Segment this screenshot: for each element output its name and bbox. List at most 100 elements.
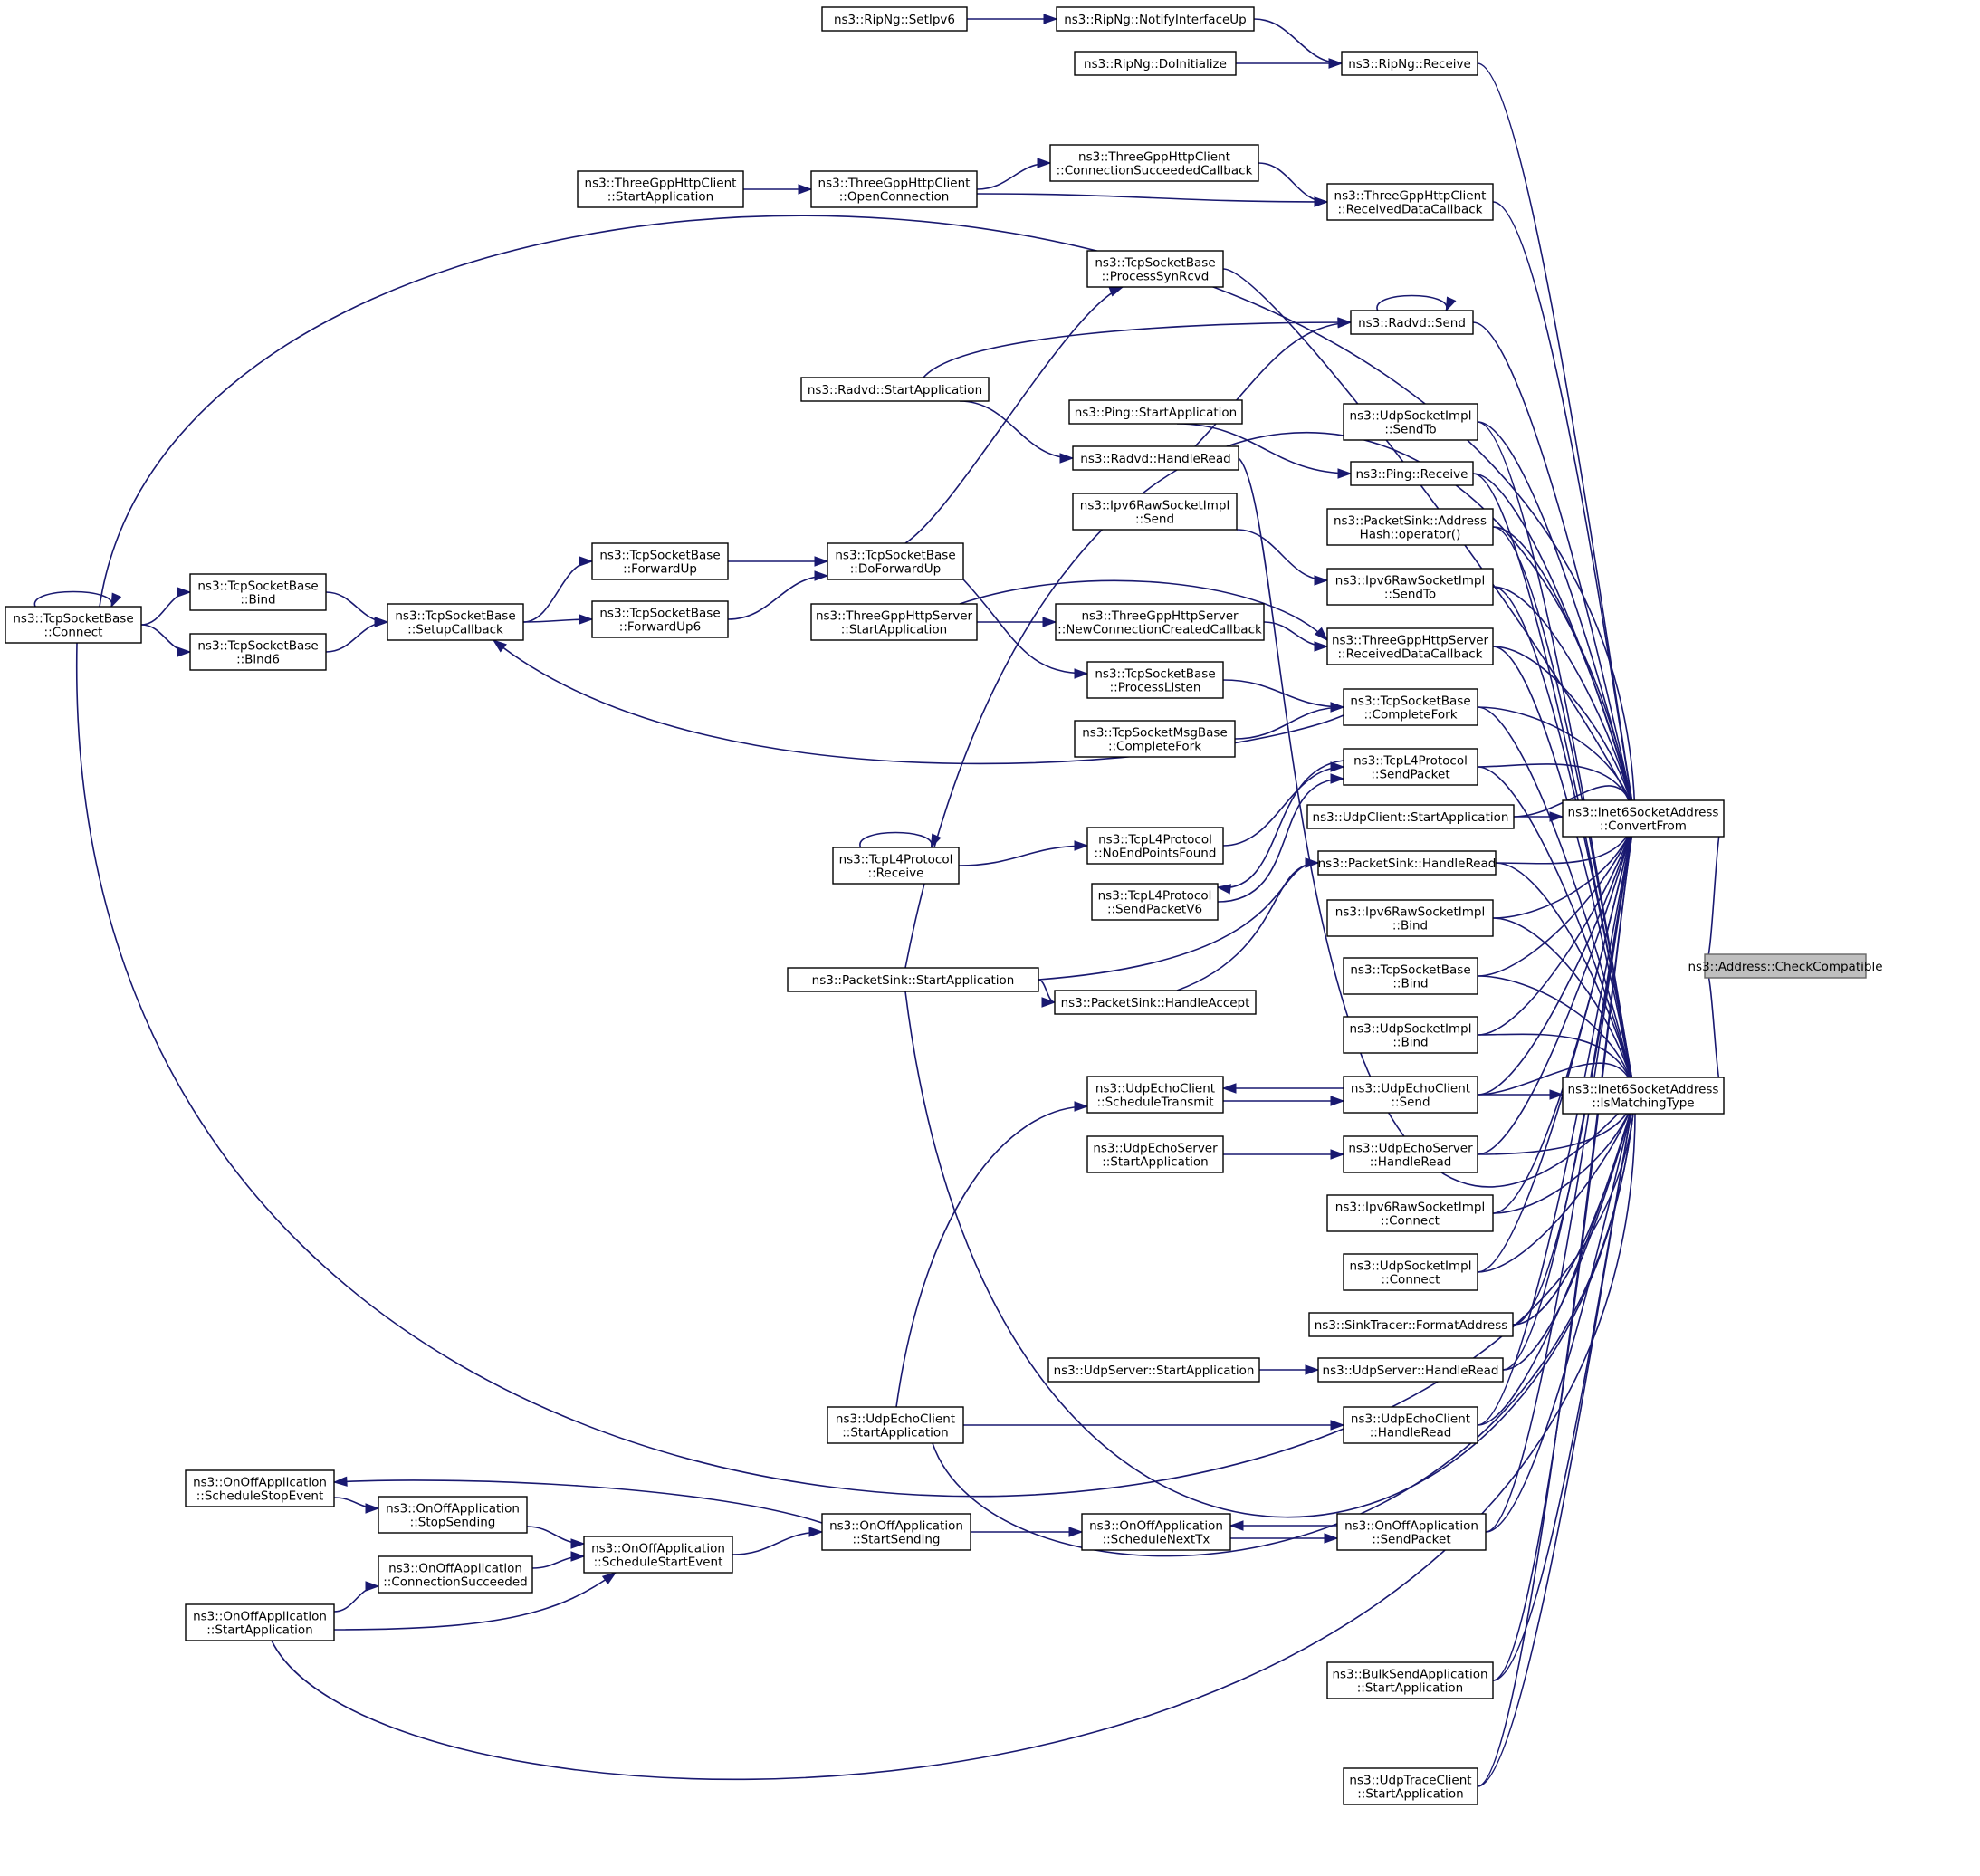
node-tcpFwdUp[interactable]: ns3::TcpSocketBase::ForwardUp — [591, 542, 729, 580]
node-hcStart[interactable]: ns3::ThreeGppHttpClient::StartApplicatio… — [577, 170, 744, 208]
node-l4Send[interactable]: ns3::TcpL4Protocol::SendPacket — [1343, 748, 1478, 786]
node-label-line: ns3::TcpSocketBase — [835, 549, 955, 563]
node-udpBind[interactable]: ns3::UdpSocketImpl::Bind — [1343, 1016, 1478, 1054]
edge-tcpConnect-self — [33, 590, 122, 608]
node-tcpBindR[interactable]: ns3::TcpSocketBase::Bind — [1343, 957, 1478, 995]
node-label-line: ns3::UdpServer::StartApplication — [1054, 1364, 1255, 1378]
node-bulkStart[interactable]: ns3::BulkSendApplication::StartApplicati… — [1326, 1661, 1494, 1699]
node-sinkStart[interactable]: ns3::PacketSink::StartApplication — [787, 967, 1039, 992]
node-label-line: ::ScheduleTransmit — [1096, 1096, 1213, 1110]
node-label-line: ::ConnectionSucceeded — [383, 1575, 528, 1590]
node-ooStopSend[interactable]: ns3::OnOffApplication::StopSending — [378, 1496, 528, 1534]
node-traceStart[interactable]: ns3::UdpTraceClient::StartApplication — [1343, 1767, 1478, 1805]
node-udpSrvStart[interactable]: ns3::UdpServer::StartApplication — [1047, 1357, 1260, 1383]
node-echoRead[interactable]: ns3::UdpEchoClient::HandleRead — [1343, 1406, 1478, 1444]
node-label-line: ::StartApplication — [841, 623, 948, 637]
node-l4Recv[interactable]: ns3::TcpL4Protocol::Receive — [832, 847, 960, 885]
node-ooSendPkt[interactable]: ns3::OnOffApplication::SendPacket — [1336, 1513, 1487, 1551]
node-tcpFork[interactable]: ns3::TcpSocketBase::CompleteFork — [1343, 688, 1478, 726]
node-tcpListen[interactable]: ns3::TcpSocketBase::ProcessListen — [1086, 661, 1224, 699]
node-ripRecv[interactable]: ns3::RipNg::Receive — [1341, 51, 1478, 76]
node-box — [1343, 1016, 1478, 1054]
node-box — [1317, 850, 1497, 876]
node-box — [189, 573, 327, 611]
node-ooNextTx[interactable]: ns3::OnOffApplication::ScheduleNextTx — [1081, 1513, 1231, 1551]
node-radvdStart[interactable]: ns3::Radvd::StartApplication — [800, 377, 990, 402]
node-echoSrvRead[interactable]: ns3::UdpEchoServer::HandleRead — [1343, 1135, 1478, 1173]
node-box — [1091, 883, 1219, 921]
node-sinkAccept[interactable]: ns3::PacketSink::HandleAccept — [1054, 990, 1257, 1015]
node-box — [1308, 1312, 1514, 1337]
node-tcpBind6[interactable]: ns3::TcpSocketBase::Bind6 — [189, 633, 327, 671]
node-msgFork[interactable]: ns3::TcpSocketMsgBase::CompleteFork — [1074, 720, 1236, 758]
edge-sinkStart-cf — [904, 431, 1638, 969]
node-box — [1306, 804, 1515, 829]
node-label-line: ns3::OnOffApplication — [591, 1542, 725, 1556]
node-ooStart[interactable]: ns3::OnOffApplication::StartApplication — [185, 1603, 335, 1642]
node-box — [1317, 1357, 1504, 1383]
node-im[interactable]: ns3::Inet6SocketAddress::IsMatchingType — [1562, 1077, 1725, 1115]
node-label-line: ::ProcessSynRcvd — [1102, 270, 1210, 284]
node-rawConnect[interactable]: ns3::Ipv6RawSocketImpl::Connect — [1326, 1194, 1494, 1232]
node-rawBind[interactable]: ns3::Ipv6RawSocketImpl::Bind — [1326, 899, 1494, 937]
node-hsNewConn[interactable]: ns3::ThreeGppHttpServer::NewConnectionCr… — [1055, 603, 1265, 641]
node-radvdSend[interactable]: ns3::Radvd::Send — [1350, 310, 1474, 335]
node-label-line: ns3::TcpL4Protocol — [1098, 889, 1212, 904]
edge-echoSend-im — [1477, 1089, 1564, 1100]
node-rawSend[interactable]: ns3::Ipv6RawSocketImpl::Send — [1072, 493, 1238, 531]
node-udpConnect[interactable]: ns3::UdpSocketImpl::Connect — [1343, 1253, 1478, 1291]
node-pingRecv[interactable]: ns3::Ping::Receive — [1350, 461, 1474, 486]
node-label-line: ns3::OnOffApplication — [193, 1610, 327, 1624]
node-box — [1086, 827, 1224, 865]
node-hcConnOk[interactable]: ns3::ThreeGppHttpClient::ConnectionSucce… — [1049, 144, 1259, 182]
node-rawSendTo[interactable]: ns3::Ipv6RawSocketImpl::SendTo — [1326, 568, 1494, 606]
node-sinkTracer[interactable]: ns3::SinkTracer::FormatAddress — [1308, 1312, 1514, 1337]
node-ooStopEvt[interactable]: ns3::OnOffApplication::ScheduleStopEvent — [185, 1469, 335, 1508]
node-l4NoEp[interactable]: ns3::TcpL4Protocol::NoEndPointsFound — [1086, 827, 1224, 865]
node-tcpSetupCb[interactable]: ns3::TcpSocketBase::SetupCallback — [387, 603, 524, 641]
node-ripSetIpv6[interactable]: ns3::RipNg::SetIpv6 — [821, 6, 968, 32]
node-pingStart[interactable]: ns3::Ping::StartApplication — [1068, 399, 1243, 425]
node-hcRecvData[interactable]: ns3::ThreeGppHttpClient::ReceivedDataCal… — [1326, 183, 1494, 221]
node-ooStartEvt[interactable]: ns3::OnOffApplication::ScheduleStartEven… — [583, 1536, 733, 1574]
node-box — [1562, 799, 1725, 838]
node-echoStart[interactable]: ns3::UdpEchoClient::StartApplication — [827, 1406, 964, 1444]
node-label-line: ns3::UdpSocketImpl — [1350, 1022, 1472, 1037]
edge-tcpConnect-tcpBind6 — [140, 624, 192, 657]
node-sinkRead[interactable]: ns3::PacketSink::HandleRead — [1317, 850, 1497, 876]
node-tcpConnect[interactable]: ns3::TcpSocketBase::Connect — [5, 606, 142, 644]
node-box — [800, 377, 990, 402]
node-tcpFwdUp6[interactable]: ns3::TcpSocketBase::ForwardUp6 — [591, 600, 729, 638]
node-tcpSynRcvd[interactable]: ns3::TcpSocketBase::ProcessSynRcvd — [1086, 250, 1224, 288]
node-cf[interactable]: ns3::Inet6SocketAddress::ConvertFrom — [1562, 799, 1725, 838]
node-udpSendTo[interactable]: ns3::UdpSocketImpl::SendTo — [1343, 403, 1478, 441]
node-cc[interactable]: ns3::Address::CheckCompatible — [1688, 953, 1883, 979]
node-ripDoInit[interactable]: ns3::RipNg::DoInitialize — [1074, 51, 1237, 76]
node-label-line: ::Bind — [1392, 919, 1428, 933]
node-tcpDoFwd[interactable]: ns3::TcpSocketBase::DoForwardUp — [827, 542, 964, 580]
node-ooConnOk[interactable]: ns3::OnOffApplication::ConnectionSucceed… — [378, 1555, 533, 1594]
node-udpSrvRead[interactable]: ns3::UdpServer::HandleRead — [1317, 1357, 1504, 1383]
node-echoSrvStart[interactable]: ns3::UdpEchoServer::StartApplication — [1086, 1135, 1224, 1173]
node-hcOpen[interactable]: ns3::ThreeGppHttpClient::OpenConnection — [810, 170, 978, 208]
node-radvdRead[interactable]: ns3::Radvd::HandleRead — [1072, 445, 1239, 471]
node-hsStart[interactable]: ns3::ThreeGppHttpServer::StartApplicatio… — [810, 603, 978, 641]
edge-l4SendV6-l4Send — [1217, 773, 1345, 903]
node-box — [1074, 51, 1237, 76]
node-box — [832, 847, 960, 885]
node-box — [1049, 144, 1259, 182]
node-echoSched[interactable]: ns3::UdpEchoClient::ScheduleTransmit — [1086, 1076, 1224, 1114]
node-ripNotify[interactable]: ns3::RipNg::NotifyInterfaceUp — [1056, 6, 1255, 32]
node-label-line: ns3::TcpL4Protocol — [1098, 833, 1212, 847]
edge-ripSetIpv6-ripNotify — [967, 14, 1058, 24]
node-label-line: ::Connect — [1381, 1214, 1440, 1229]
node-tcpBind[interactable]: ns3::TcpSocketBase::Bind — [189, 573, 327, 611]
node-ooStartSend[interactable]: ns3::OnOffApplication::StartSending — [821, 1513, 971, 1551]
node-label-line: ns3::OnOffApplication — [193, 1476, 327, 1490]
node-l4SendV6[interactable]: ns3::TcpL4Protocol::SendPacketV6 — [1091, 883, 1219, 921]
node-hsRecvData[interactable]: ns3::ThreeGppHttpServer::ReceivedDataCal… — [1326, 627, 1494, 665]
node-udpClientStart[interactable]: ns3::UdpClient::StartApplication — [1306, 804, 1515, 829]
node-echoSend[interactable]: ns3::UdpEchoClient::Send — [1343, 1076, 1478, 1114]
node-label-line: ns3::RipNg::Receive — [1348, 57, 1471, 72]
